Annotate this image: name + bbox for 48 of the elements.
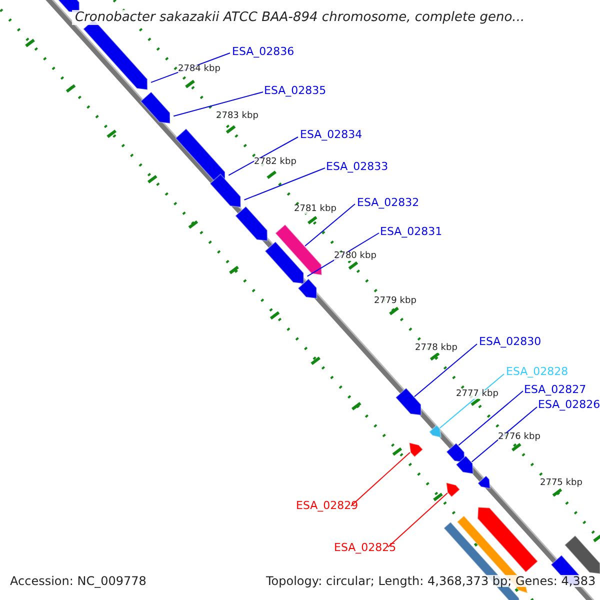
scale-label: 2777 kbp [456,390,498,399]
gene-feature [477,506,538,573]
gene-feature [446,482,460,498]
leader-line [173,92,264,117]
gene-feature [234,206,268,242]
scale-label: 2779 kbp [374,297,416,306]
gene-feature [274,224,322,276]
gene-feature [564,534,600,574]
leader-line [388,492,448,548]
scale-label: 2782 kbp [254,158,296,167]
gene-feature [140,91,171,124]
gene-feature [477,475,491,490]
gene-feature [428,424,442,438]
gene-label: ESA_02825 [334,542,396,553]
gene-feature [455,455,474,474]
gene-label: ESA_02835 [264,85,326,96]
leader-line [228,136,298,176]
scale-label: 2776 kbp [498,433,540,442]
scale-label: 2775 kbp [540,479,582,488]
scale-label: 2783 kbp [216,112,258,121]
leader-line [414,344,478,398]
scale-label: 2784 kbp [178,65,220,74]
gene-feature [446,442,466,464]
gene-feature [297,278,318,299]
leader-line [244,168,326,200]
gene-label: ESA_02828 [506,366,568,377]
scale-label: 2781 kbp [294,205,336,214]
gene-label: ESA_02827 [524,384,586,395]
topology-text: Topology: circular; Length: 4,368,373 bp; Genes: 4,383 [264,575,598,587]
leader-line [458,390,524,446]
gene-label: ESA_02834 [300,129,362,140]
gene-feature [408,442,424,458]
gene-feature [395,387,422,416]
gene-feature [264,241,304,284]
gene-label: ESA_02831 [380,226,442,237]
gene-label: ESA_02826 [538,399,600,410]
gene-label: ESA_02829 [296,500,358,511]
leader-line [304,204,356,247]
gene-label: ESA_02832 [357,197,420,208]
scale-label: 2780 kbp [334,252,376,261]
gene-feature [209,173,242,208]
accession-text: Accession: NC_009778 [10,575,146,587]
scale-label: 2778 kbp [415,344,458,353]
gene-label: ESA_02833 [326,161,388,172]
gene-label: ESA_02830 [479,336,542,347]
gene-label: ESA_02836 [232,46,294,57]
leader-line [350,452,410,506]
leader-line [471,406,538,462]
